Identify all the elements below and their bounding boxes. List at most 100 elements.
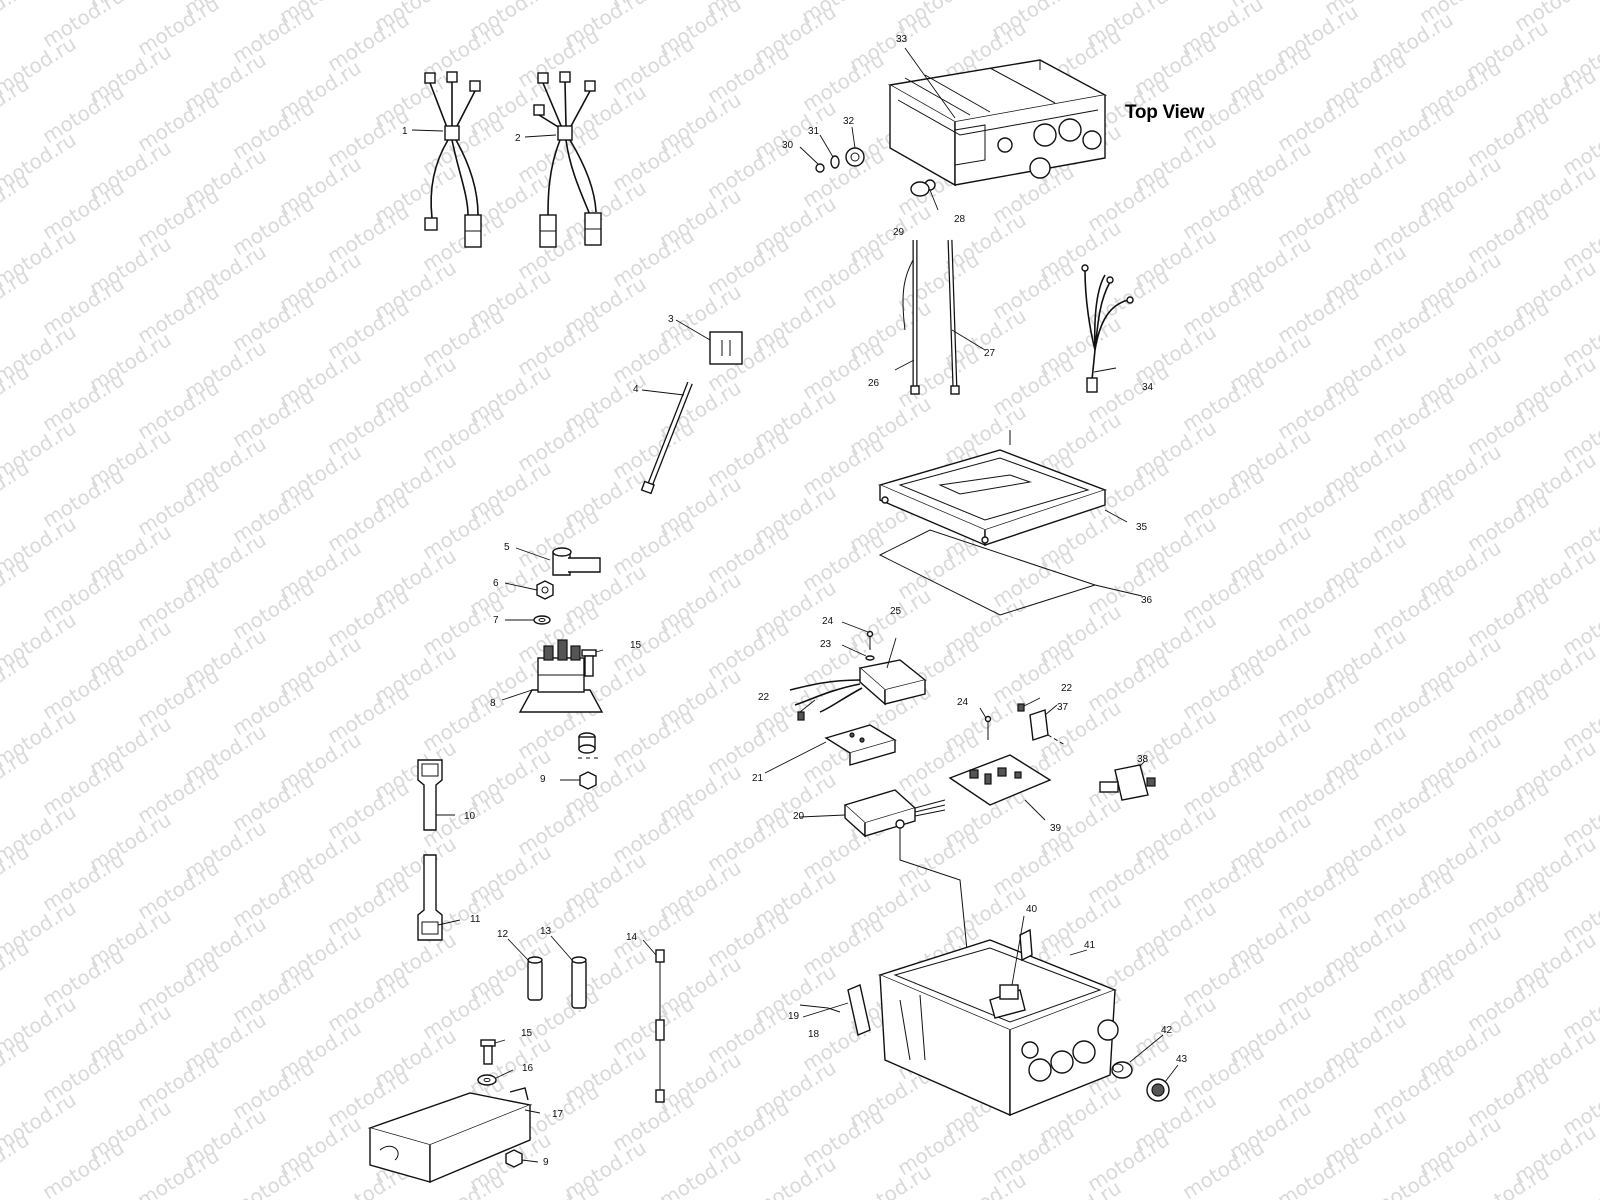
watermark-text: motod.ru xyxy=(1558,1167,1600,1200)
part-27-cable xyxy=(947,239,960,395)
part-30-screw xyxy=(815,163,825,173)
callout-41: 41 xyxy=(1084,940,1096,951)
part-13-fuse xyxy=(571,956,587,1009)
callout-34: 34 xyxy=(1142,382,1154,393)
part-41-housing-base xyxy=(877,928,1119,1117)
callout-24-lower: 24 xyxy=(957,697,969,708)
part-22-fastener-left xyxy=(797,711,805,721)
watermark-text: motod.ru xyxy=(133,1143,224,1200)
callout-22-right: 22 xyxy=(1061,683,1073,694)
part-17-bracket xyxy=(367,1087,533,1184)
callout-36: 36 xyxy=(1141,595,1153,606)
part-23-washer xyxy=(865,655,875,661)
part-25-module xyxy=(789,659,927,713)
part-11-strap xyxy=(417,854,443,941)
callout-20: 20 xyxy=(793,811,805,822)
callout-26: 26 xyxy=(868,378,880,389)
part-20-module xyxy=(843,789,946,838)
callout-10: 10 xyxy=(464,811,476,822)
watermark-text: motod.ru xyxy=(1035,1175,1126,1200)
callout-32: 32 xyxy=(843,116,855,127)
part-42-plug xyxy=(1111,1061,1133,1079)
callout-31: 31 xyxy=(808,126,820,137)
part-22-fastener-right xyxy=(1017,703,1025,712)
part-10-strap xyxy=(417,759,443,831)
callout-22-left: 22 xyxy=(758,692,770,703)
watermark-text: motod.ru xyxy=(750,1151,841,1200)
part-8-solenoid xyxy=(518,639,604,713)
watermark-text: motod.ru xyxy=(1463,1159,1554,1200)
part-15-bolt-upper xyxy=(581,649,597,677)
part-9-nut-lower xyxy=(505,1149,523,1168)
top-view-label: Top View xyxy=(1125,102,1205,123)
watermark-text: motod.ru xyxy=(655,1143,746,1200)
callout-23: 23 xyxy=(820,639,832,650)
part-12-fuse xyxy=(527,956,543,1001)
callout-27: 27 xyxy=(984,348,996,359)
callout-37: 37 xyxy=(1057,702,1069,713)
part-6-nut xyxy=(536,580,554,600)
watermark-text: motod.ru xyxy=(38,1135,129,1200)
callout-1: 1 xyxy=(402,126,408,137)
part-14-cable xyxy=(655,949,665,1103)
watermark-text: motod.ru xyxy=(940,1167,1031,1200)
ground-wire xyxy=(899,828,969,961)
part-24-screw-upper xyxy=(866,630,874,650)
callout-labels: 1 2 3 4 5 6 7 8 9 10 11 12 13 14 15 15 1… xyxy=(402,34,1188,1168)
part-21-bracket xyxy=(824,724,897,766)
part-35-lid xyxy=(877,430,1108,547)
watermark-text: motod.ru xyxy=(845,1159,936,1200)
callout-21: 21 xyxy=(752,773,764,784)
callout-42: 42 xyxy=(1161,1025,1173,1036)
part-9-nut-upper xyxy=(579,771,597,790)
callout-5: 5 xyxy=(504,542,510,553)
part-15-bolt-lower xyxy=(480,1039,496,1065)
callout-39: 39 xyxy=(1050,823,1062,834)
watermark-text: motod.ru xyxy=(1178,1135,1269,1200)
watermark-text: motod.ru xyxy=(0,0,33,44)
leader-lines xyxy=(411,47,1179,1163)
callout-12: 12 xyxy=(497,929,509,940)
part-24-screw-lower xyxy=(984,715,992,740)
callout-2: 2 xyxy=(515,133,521,144)
part-43-cap-nut xyxy=(1146,1078,1170,1102)
callout-14: 14 xyxy=(626,932,638,943)
callout-40: 40 xyxy=(1026,904,1038,915)
part-4-rod xyxy=(640,381,693,495)
callout-24-upper: 24 xyxy=(822,616,834,627)
part-5-terminal-boot xyxy=(552,547,601,576)
part-39-circuit-board xyxy=(948,754,1052,806)
callout-6: 6 xyxy=(493,578,499,589)
part-37-clip xyxy=(1029,709,1066,746)
callout-25: 25 xyxy=(890,606,902,617)
callout-29: 29 xyxy=(893,227,905,238)
part-38-switch xyxy=(1099,764,1156,801)
part-7-washer xyxy=(533,615,551,625)
callout-15-lower: 15 xyxy=(521,1028,533,1039)
callout-19: 19 xyxy=(788,1011,800,1022)
callout-43: 43 xyxy=(1176,1054,1188,1065)
watermark-text: motod.ru xyxy=(1368,1151,1459,1200)
wiring-harness-2 xyxy=(533,71,602,248)
part-31-washer xyxy=(830,155,840,169)
callout-4: 4 xyxy=(633,384,639,395)
callout-8: 8 xyxy=(490,698,496,709)
callout-9: 9 xyxy=(540,774,546,785)
part-16-washer xyxy=(477,1074,497,1086)
callout-13: 13 xyxy=(540,926,552,937)
wiring-harness-1 xyxy=(424,71,482,248)
callout-7: 7 xyxy=(493,615,499,626)
watermark-text: motod.ru xyxy=(228,1151,319,1200)
callout-9-lower: 9 xyxy=(543,1157,549,1168)
callout-28: 28 xyxy=(954,214,966,225)
part-40-terminal-block xyxy=(999,984,1019,1000)
callout-38: 38 xyxy=(1137,754,1149,765)
callout-15-upper: 15 xyxy=(630,640,642,651)
watermark-text: motod.ru xyxy=(1273,1143,1364,1200)
watermark-text: motod.ru xyxy=(513,1175,604,1200)
callout-18: 18 xyxy=(808,1029,820,1040)
callout-30: 30 xyxy=(782,140,794,151)
part-33-housing-top xyxy=(887,59,1108,187)
